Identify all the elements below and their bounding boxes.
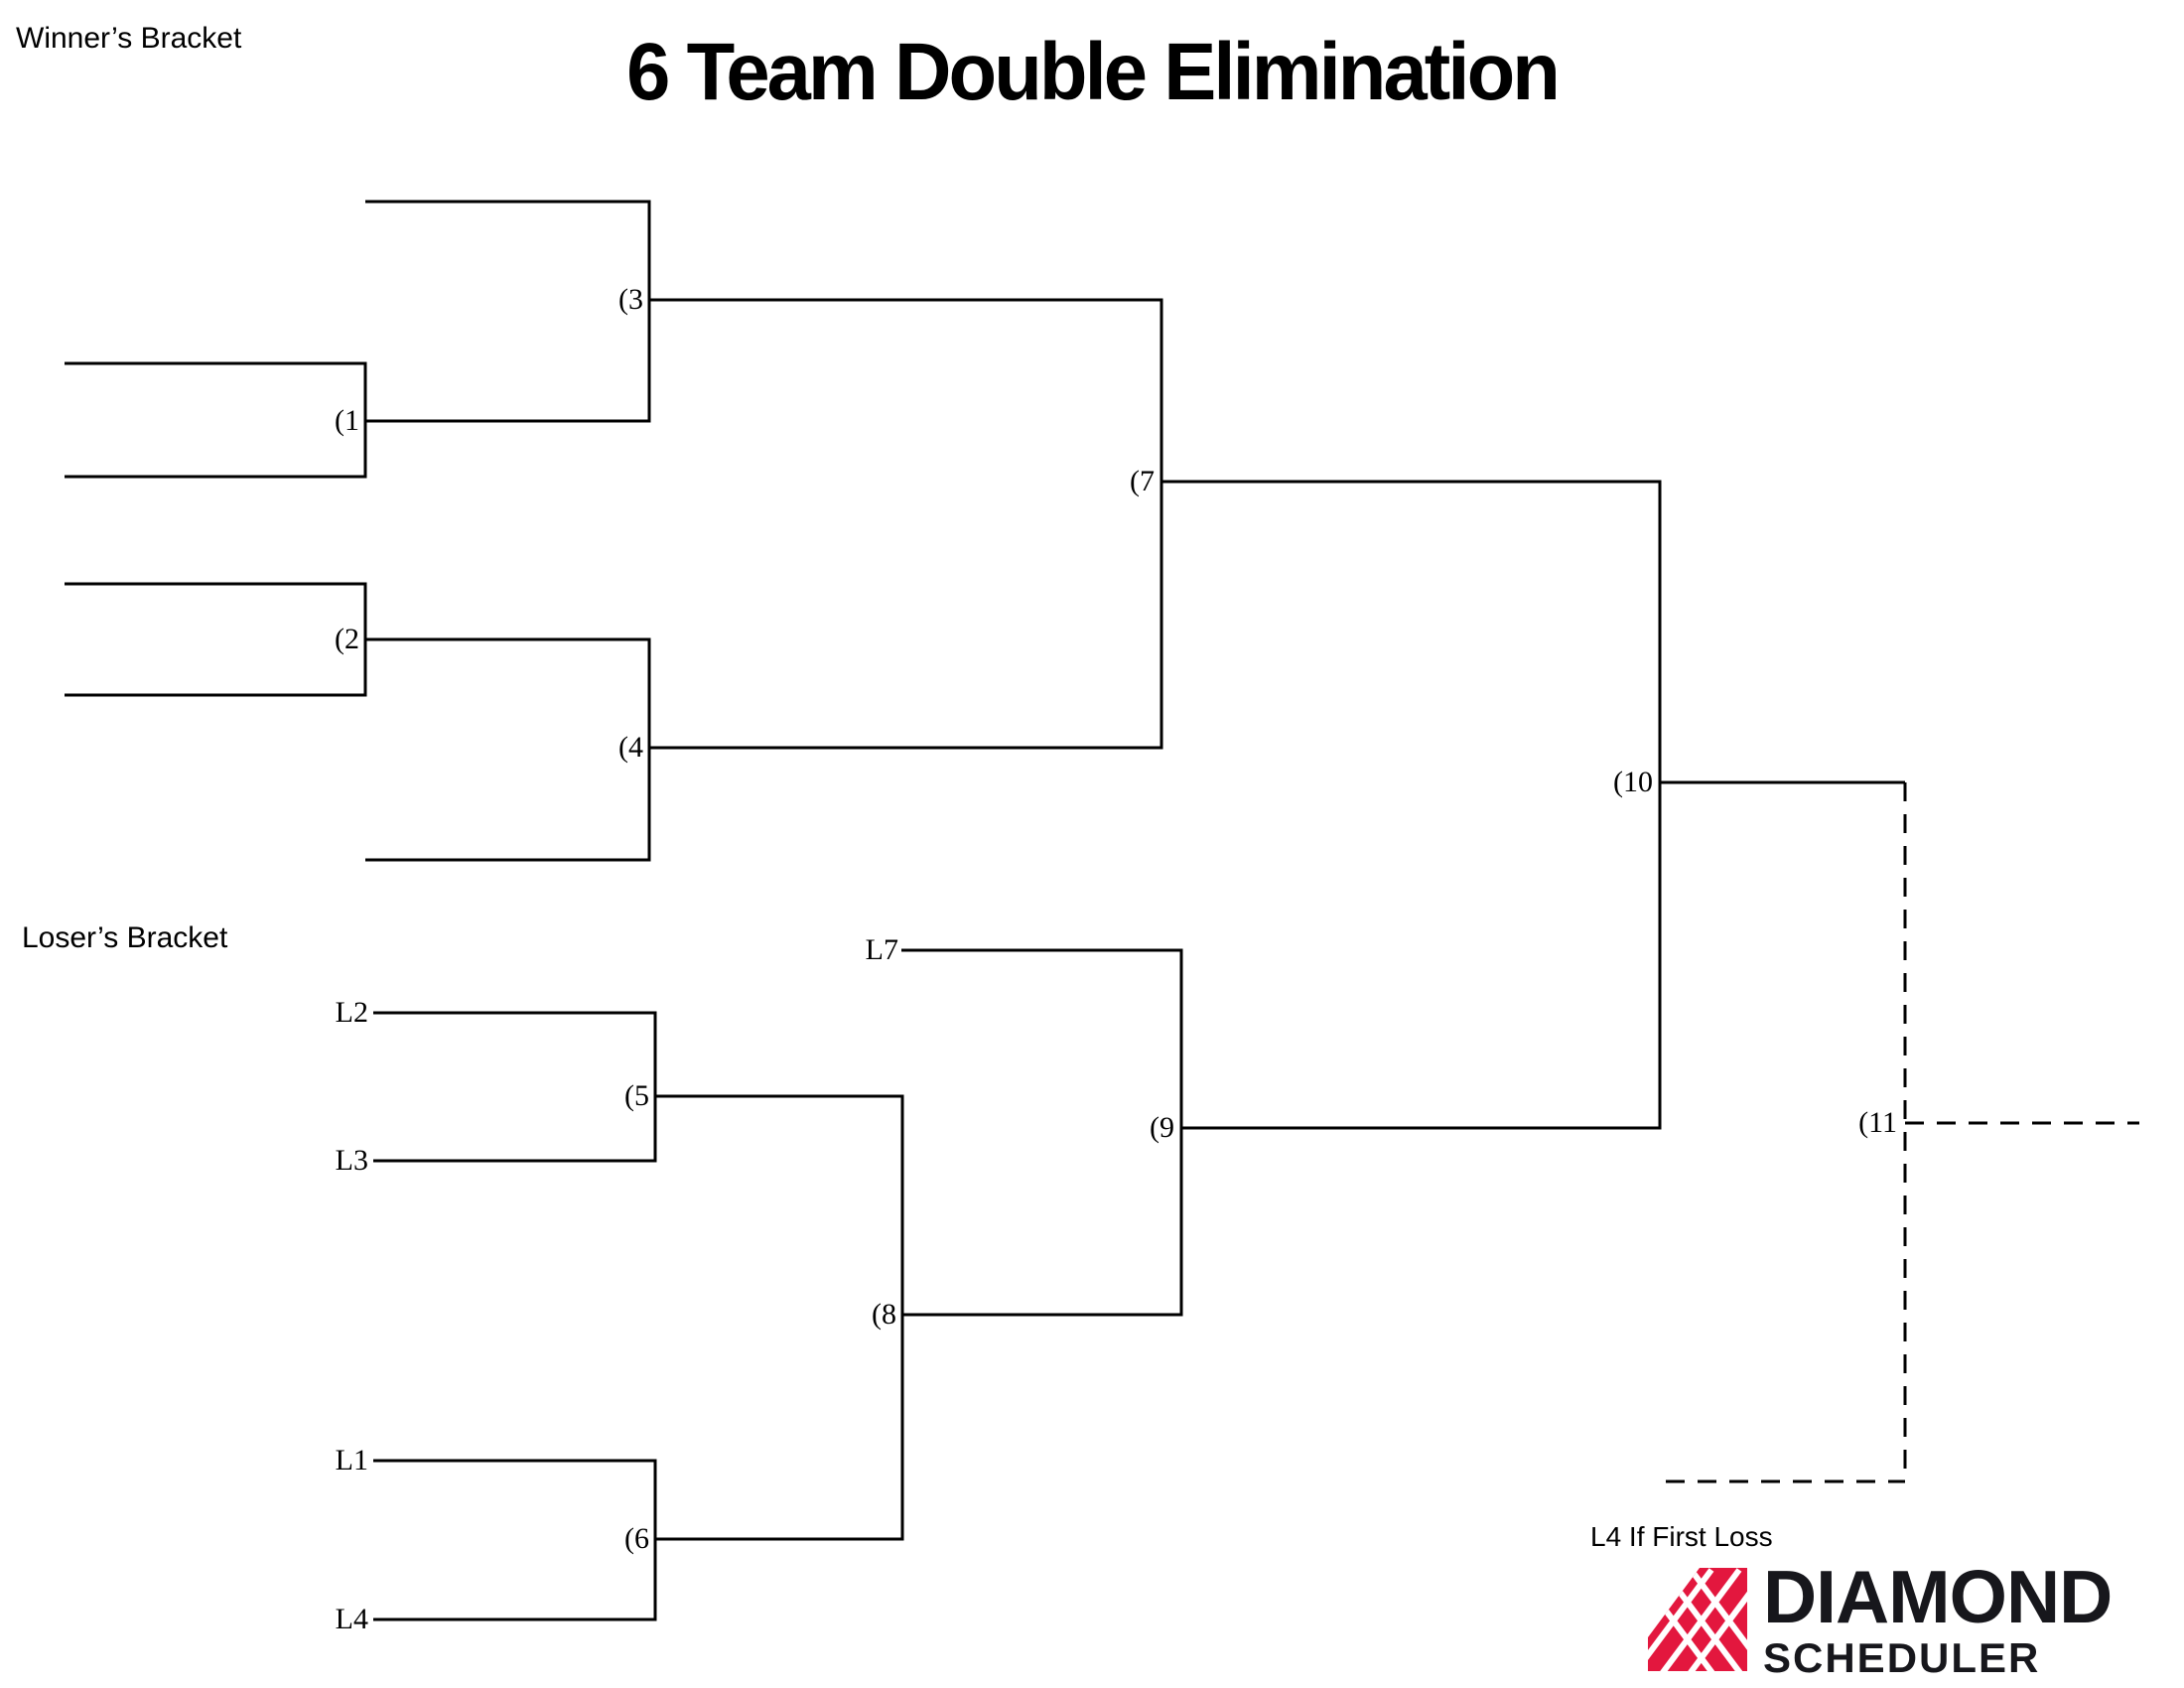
diamond-scheduler-logo: DIAMOND SCHEDULER — [1648, 1555, 2113, 1681]
match-9-label: (9 — [1150, 1111, 1174, 1144]
page-title: 6 Team Double Elimination — [626, 27, 1561, 117]
feeder-l2-label: L2 — [335, 996, 368, 1029]
match-11-label: (11 — [1858, 1106, 1897, 1139]
logo-brand-text: DIAMOND — [1763, 1555, 2113, 1638]
match-5-label: (5 — [624, 1079, 649, 1112]
feeder-l1-label: L1 — [335, 1444, 368, 1477]
diamond-lattice-icon — [1648, 1568, 1747, 1671]
logo-text-block: DIAMOND SCHEDULER — [1763, 1555, 2113, 1681]
match-7-label: (7 — [1130, 465, 1155, 497]
logo-sub-text: SCHEDULER — [1763, 1633, 2041, 1681]
feeder-l3-label: L3 — [335, 1144, 368, 1177]
match-8-label: (8 — [872, 1298, 896, 1331]
winners-bracket-lines — [65, 200, 1905, 1130]
if-first-loss-note: L4 If First Loss — [1590, 1521, 1773, 1552]
match-1-label: (1 — [335, 404, 359, 437]
losers-bracket-lines — [373, 948, 1660, 1621]
if-first-loss-lines — [1666, 782, 2139, 1483]
winners-bracket-label: Winner’s Bracket — [16, 22, 242, 55]
match-2-label: (2 — [335, 623, 359, 655]
match-4-label: (4 — [618, 731, 643, 764]
losers-bracket-label: Loser’s Bracket — [22, 921, 228, 954]
match-3-label: (3 — [618, 283, 643, 316]
feeder-l4-label: L4 — [335, 1603, 368, 1635]
match-6-label: (6 — [624, 1522, 649, 1555]
match-10-label: (10 — [1613, 766, 1653, 798]
feeder-l7-label: L7 — [865, 933, 898, 966]
